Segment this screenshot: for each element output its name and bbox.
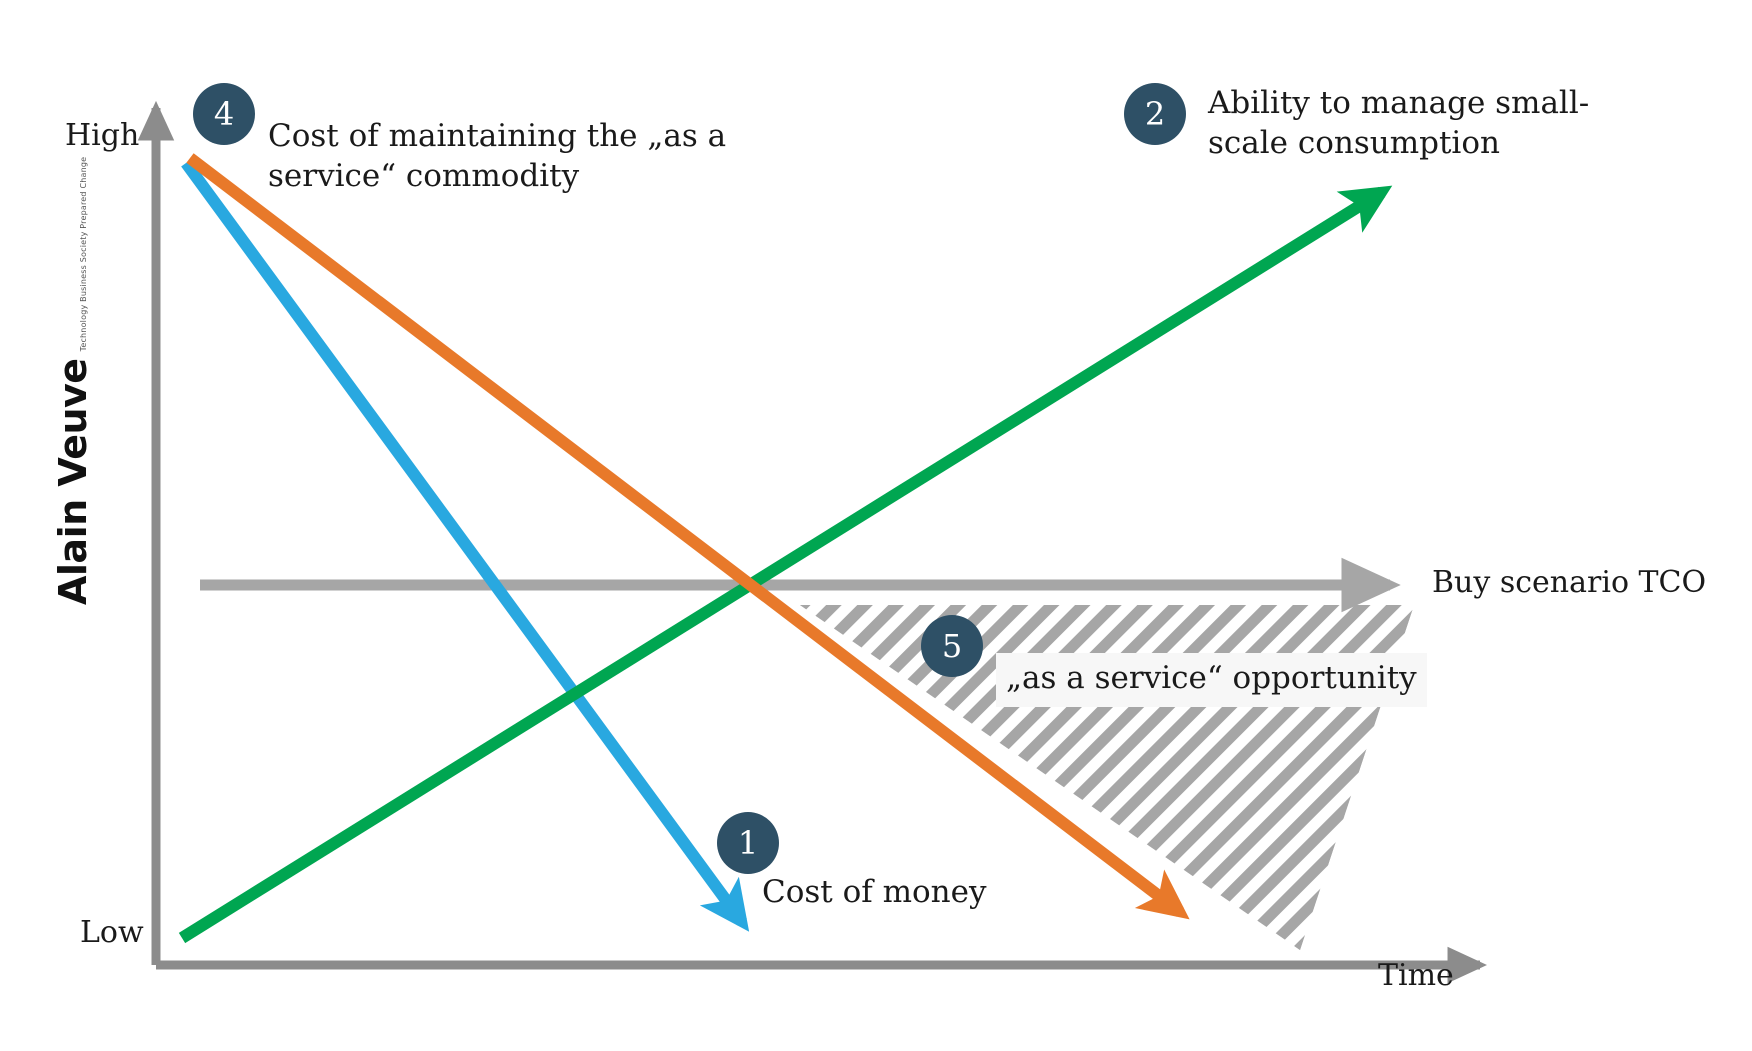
annotation-text-as-a-service-opportunity: „as a service“ opportunity xyxy=(996,653,1427,707)
annotation-badge-2[interactable]: 2 xyxy=(1124,83,1186,145)
annotation-text-cost-of-maintaining: Cost of maintaining the „as a service“ c… xyxy=(268,118,727,194)
annotation-badge-5[interactable]: 5 xyxy=(921,615,983,677)
watermark-main-text: Alain Veuve xyxy=(51,358,95,605)
ability-to-manage-consumption-line[interactable] xyxy=(178,185,1393,944)
annotation-text-ability-to-manage: Ability to manage small- scale consumpti… xyxy=(1208,85,1590,161)
y-axis-high-label: High xyxy=(65,118,140,153)
watermark-alain-veuve: Alain Veuve Technology Business Society … xyxy=(51,156,95,605)
y-axis-low-label: Low xyxy=(80,915,144,950)
annotation-badge-4[interactable]: 4 xyxy=(193,83,255,145)
cost-of-maintaining-commodity-line[interactable] xyxy=(186,153,1190,920)
x-axis-label: Time xyxy=(1378,958,1454,993)
watermark-subtitle-text: Technology Business Society Prepared Cha… xyxy=(79,156,88,352)
annotation-badge-1[interactable]: 1 xyxy=(717,812,779,874)
buy-scenario-tco-label: Buy scenario TCO xyxy=(1432,565,1707,600)
cost-of-money-line[interactable] xyxy=(181,159,750,932)
annotation-text-cost-of-money: Cost of money xyxy=(762,874,987,910)
